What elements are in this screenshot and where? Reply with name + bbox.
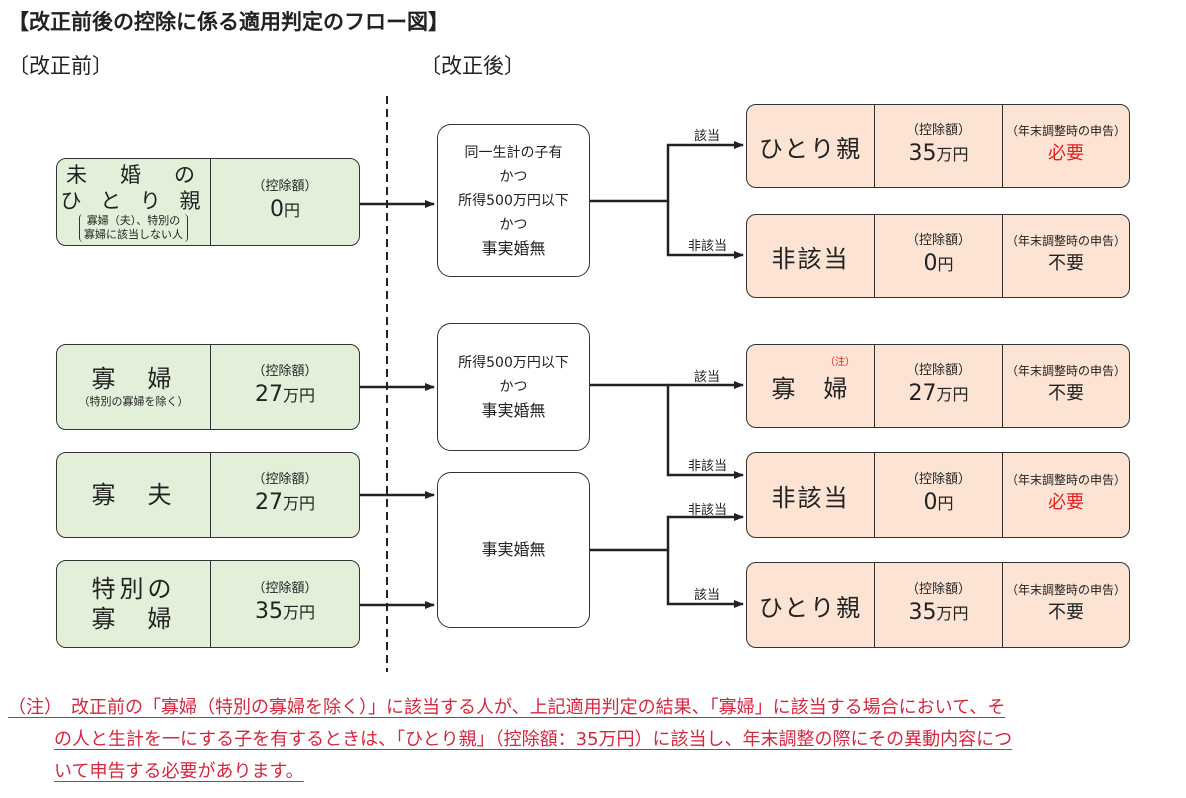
- declaration-status: 必要: [1048, 143, 1084, 164]
- deduction-label: （控除額）: [252, 580, 318, 596]
- declaration-status: 不要: [1048, 253, 1084, 274]
- branch-label-not-applicable: 非該当: [688, 239, 728, 254]
- deduction-label: （控除額）: [905, 232, 971, 248]
- branch-label-applicable: 該当: [694, 370, 721, 385]
- status-sub: （特別の寡婦を除く）: [78, 395, 189, 408]
- before-box-special-widow: 特別の 寡 婦 （控除額） 35万円: [56, 560, 360, 648]
- status-name: 寡 夫: [91, 481, 176, 509]
- deduction-amount: 27万円: [254, 381, 315, 407]
- status-name: 寡 婦: [91, 365, 176, 393]
- footnote-line: の人と生計を一にする子を有するときは、「ひとり親」（控除額：35万円）に該当し、…: [54, 729, 1013, 750]
- result-name: 非該当: [771, 244, 850, 273]
- deduction-amount: 27万円: [908, 380, 969, 406]
- declaration-label: （年末調整時の申告）: [1005, 124, 1126, 138]
- footnote-line: （注） 改正前の「寡婦（特別の寡婦を除く）」に該当する人が、上記適用判定の結果、…: [8, 697, 1006, 718]
- result-name: 寡 婦: [771, 374, 850, 403]
- before-box-widower: 寡 夫 （控除額） 27万円: [56, 452, 360, 538]
- header-before-reform: 〔改正前〕: [8, 54, 113, 78]
- branch-label-applicable: 該当: [694, 588, 721, 603]
- before-box-unmarried-single-parent: 未 婚 の ひ と り 親 寡婦（夫）、特別の 寡婦に該当しない人 （控除額） …: [56, 158, 360, 246]
- declaration-label: （年末調整時の申告）: [1005, 364, 1126, 378]
- result-name: 非該当: [771, 483, 850, 512]
- declaration-status: 必要: [1048, 492, 1084, 513]
- deduction-amount: 0円: [923, 250, 954, 276]
- diagram-title: 【改正前後の控除に係る適用判定のフロー図】: [8, 10, 449, 34]
- declaration-label: （年末調整時の申告）: [1005, 234, 1126, 248]
- footnote-line: いて申告する必要があります。: [54, 761, 304, 782]
- deduction-amount: 0円: [269, 196, 300, 222]
- status-name-line: 未 婚 の: [66, 163, 201, 187]
- condition-box-widow: 所得500万円以下 かつ 事実婚無: [437, 323, 590, 451]
- deduction-label: （控除額）: [905, 471, 971, 487]
- deduction-label: （控除額）: [252, 363, 318, 379]
- after-box-widow: （注） 寡 婦 （控除額） 27万円 （年末調整時の申告） 不要: [746, 344, 1130, 428]
- footnote: （注） 改正前の「寡婦（特別の寡婦を除く）」に該当する人が、上記適用判定の結果、…: [8, 692, 1180, 788]
- deduction-amount: 27万円: [254, 489, 315, 515]
- deduction-label: （控除額）: [905, 362, 971, 378]
- branch-cond2: [590, 383, 740, 477]
- branch-cond1: [590, 143, 740, 203]
- status-name-line: ひ と り 親: [60, 189, 207, 213]
- deduction-label: （控除額）: [252, 471, 318, 487]
- condition-box-no-common-law-marriage: 事実婚無: [437, 472, 590, 628]
- declaration-label: （年末調整時の申告）: [1005, 473, 1126, 487]
- deduction-label: （控除額）: [905, 122, 971, 138]
- declaration-status: 不要: [1048, 602, 1084, 623]
- status-name-line: 特別の: [91, 575, 176, 603]
- after-box-single-parent-required: ひとり親 （控除額） 35万円 （年末調整時の申告） 必要: [746, 104, 1130, 188]
- result-name: ひとり親: [758, 134, 863, 163]
- deduction-label: （控除額）: [905, 581, 971, 597]
- after-box-single-parent-not-required: ひとり親 （控除額） 35万円 （年末調整時の申告） 不要: [746, 562, 1130, 648]
- branch-cond3: [590, 515, 740, 552]
- after-box-not-applicable-1: 非該当 （控除額） 0円 （年末調整時の申告） 不要: [746, 214, 1130, 298]
- deduction-amount: 35万円: [254, 598, 315, 624]
- after-box-not-applicable-2: 非該当 （控除額） 0円 （年末調整時の申告） 必要: [746, 452, 1130, 538]
- branch-label-applicable: 該当: [694, 129, 721, 144]
- branch-label-not-applicable: 非該当: [688, 503, 728, 518]
- before-box-widow: 寡 婦 （特別の寡婦を除く） （控除額） 27万円: [56, 344, 360, 430]
- deduction-amount: 35万円: [908, 140, 969, 166]
- deduction-amount: 0円: [923, 489, 954, 515]
- result-name: ひとり親: [758, 593, 863, 622]
- status-name-line: 寡 婦: [91, 605, 176, 633]
- deduction-amount: 35万円: [908, 599, 969, 625]
- status-note: 寡婦（夫）、特別の 寡婦に該当しない人: [79, 214, 188, 242]
- declaration-status: 不要: [1048, 383, 1084, 404]
- declaration-label: （年末調整時の申告）: [1005, 583, 1126, 597]
- branch-label-not-applicable: 非該当: [688, 459, 728, 474]
- deduction-label: （控除額）: [252, 178, 318, 194]
- note-mark: （注）: [825, 357, 855, 368]
- header-after-reform: 〔改正後〕: [420, 54, 525, 78]
- condition-box-single-parent: 同一生計の子有 かつ 所得500万円以下 かつ 事実婚無: [437, 124, 590, 277]
